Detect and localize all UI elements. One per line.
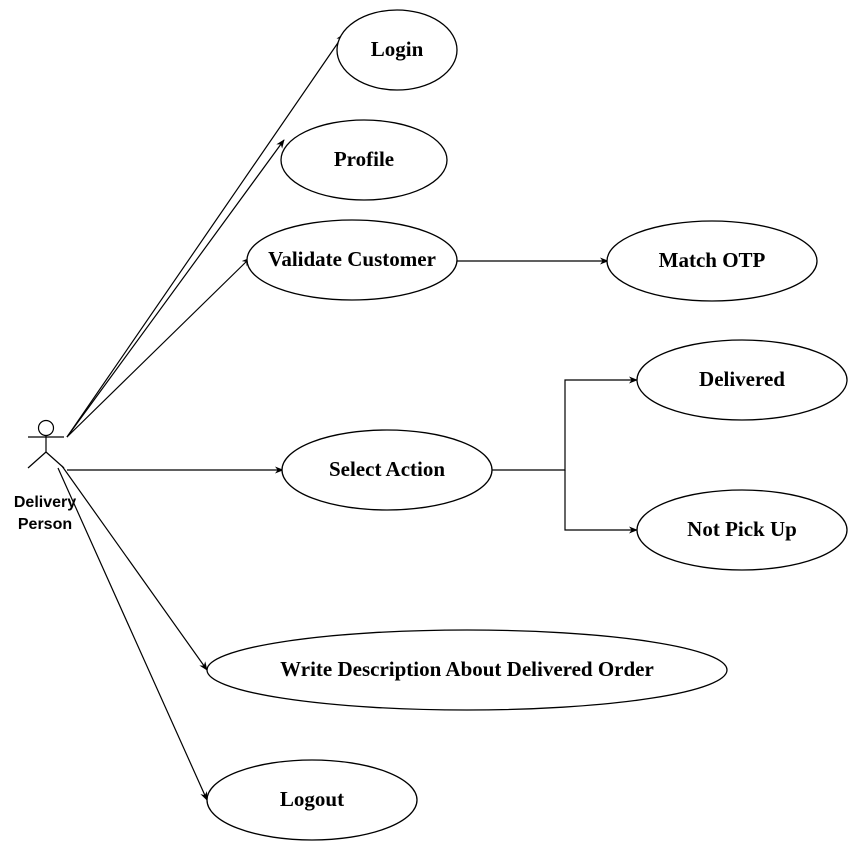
actor-delivery-person: Delivery Person: [14, 419, 76, 533]
use-case-match-otp-label: Match OTP: [659, 248, 766, 272]
actor-label-line1: Delivery: [14, 494, 76, 511]
actor-left-leg: [27, 451, 47, 469]
use-case-logout: Logout: [206, 759, 418, 841]
use-case-select-action: Select Action: [281, 429, 493, 511]
use-case-login: Login: [336, 9, 458, 91]
actor-head: [37, 419, 55, 437]
use-case-logout-label: Logout: [280, 787, 344, 811]
actor-right-leg: [45, 451, 65, 469]
use-case-select-action-label: Select Action: [329, 457, 445, 481]
edge-actor-logout: [57, 467, 208, 801]
use-case-match-otp: Match OTP: [606, 220, 818, 302]
use-case-delivered: Delivered: [636, 339, 848, 421]
edge-select-not-pick-up: [564, 470, 638, 534]
use-case-login-label: Login: [371, 37, 424, 61]
use-case-validate-customer-label: Validate Customer: [268, 247, 436, 271]
use-case-not-pick-up: Not Pick Up: [636, 489, 848, 571]
edge-actor-write-description: [61, 465, 208, 671]
edge-actor-validate-customer: [66, 257, 251, 438]
use-case-profile-label: Profile: [334, 147, 394, 171]
use-case-profile: Profile: [280, 119, 448, 201]
use-case-write-description: Write Description About Delivered Order: [206, 629, 728, 711]
use-case-validate-customer: Validate Customer: [246, 219, 458, 301]
edge-actor-profile: [66, 139, 285, 438]
edge-actor-login: [66, 33, 345, 438]
edges: [57, 33, 638, 801]
use-case-write-description-label: Write Description About Delivered Order: [280, 657, 654, 681]
use-case-not-pick-up-label: Not Pick Up: [687, 517, 797, 541]
actor-label-line2: Person: [18, 516, 72, 533]
use-case-delivered-label: Delivered: [699, 367, 785, 391]
edge-select-delivered: [492, 376, 638, 471]
